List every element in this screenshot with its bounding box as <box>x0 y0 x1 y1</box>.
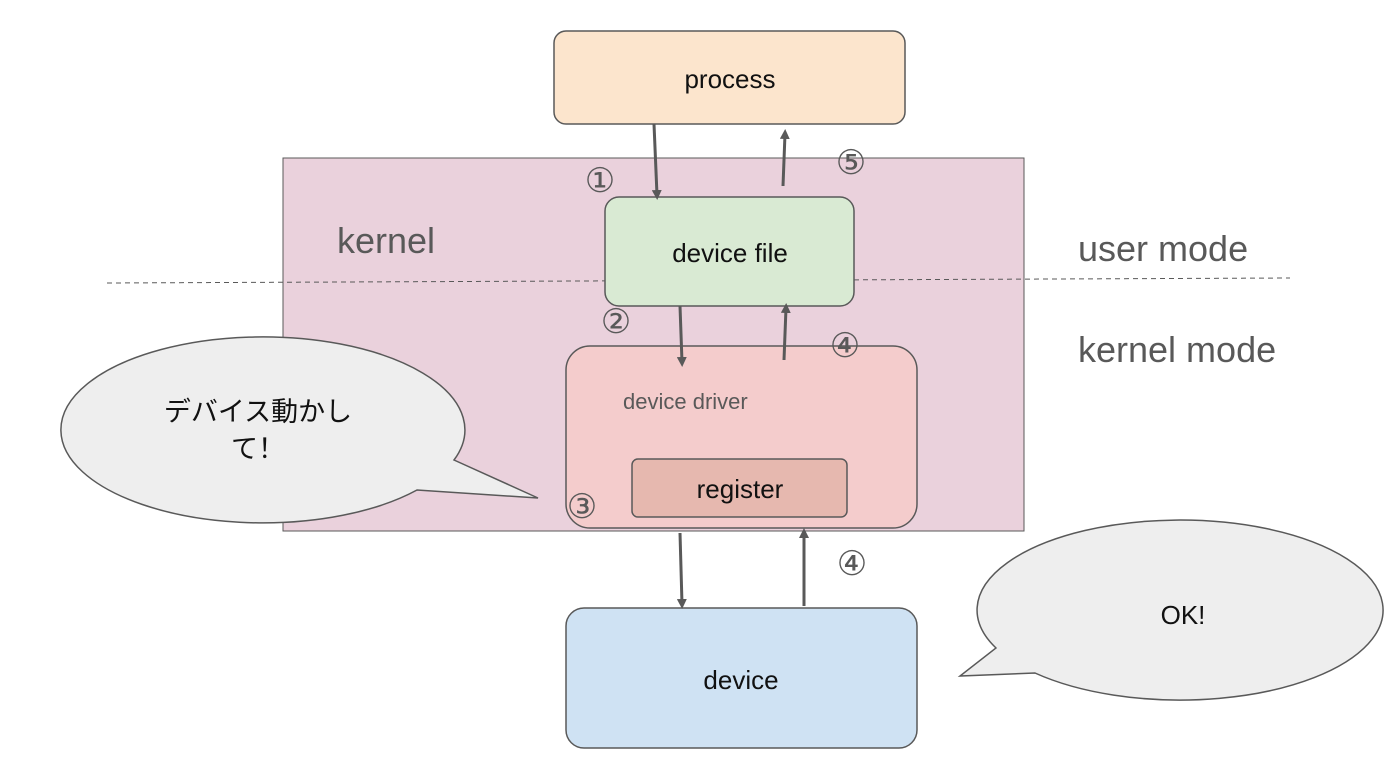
left-speech-bubble <box>60 336 539 524</box>
process-label: process <box>684 64 775 94</box>
right-speech-bubble <box>957 519 1384 701</box>
mode-boundary-line <box>106 277 1291 284</box>
device-file-box <box>604 196 855 307</box>
left-bubble-line-2: て！ <box>231 434 285 464</box>
kernel-label: kernel <box>337 220 435 261</box>
device-label: device <box>703 665 778 695</box>
step-2-label: ② <box>601 303 631 341</box>
left-bubble-line-1: デバイス動かし <box>164 397 352 427</box>
arrow-device-file-to-process <box>779 129 790 187</box>
step-5-label: ⑤ <box>836 144 866 182</box>
arrow-driver-to-device <box>676 532 687 609</box>
step-1-label: ① <box>585 162 615 200</box>
step-4-upper-label: ④ <box>830 327 860 365</box>
arrow-process-to-device-file <box>651 123 662 200</box>
right-bubble-text: OK! <box>1161 600 1206 630</box>
device-file-label: device file <box>672 238 788 268</box>
step-3-label: ③ <box>567 488 597 526</box>
user-mode-label: user mode <box>1078 228 1248 269</box>
register-box <box>631 458 848 518</box>
step-4-lower-label: ④ <box>837 545 867 583</box>
register-label: register <box>697 474 784 504</box>
arrow-device-file-to-driver <box>676 305 687 367</box>
process-box <box>553 30 906 125</box>
kernel-mode-label: kernel mode <box>1078 329 1276 370</box>
device-box <box>565 607 918 749</box>
device-driver-label: device driver <box>623 389 748 414</box>
arrow-driver-to-device-file <box>780 303 791 361</box>
